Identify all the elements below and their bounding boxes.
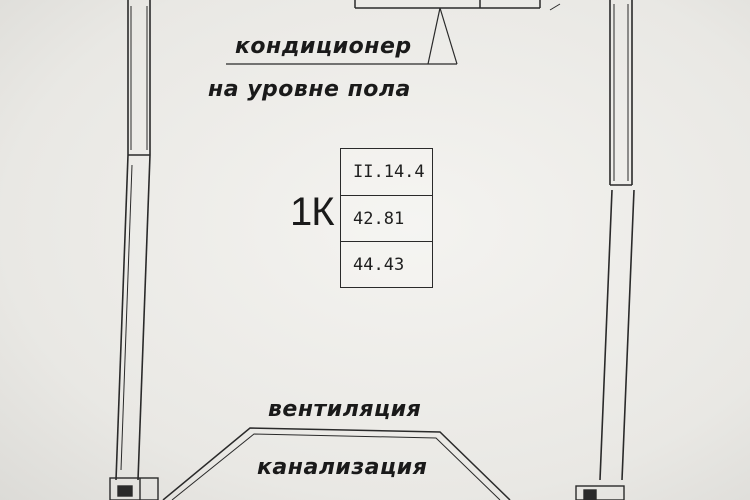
top-unit [354,0,561,11]
spec-code: II.14.4 [353,162,425,182]
ventilation-label: вентиляция [268,397,422,422]
floor-level-label: на уровне пола [208,77,411,102]
room-type-label: 1К [290,190,335,234]
spec-living-area: 42.81 [341,195,432,241]
bottom-left-column [109,477,159,500]
conditioner-label: кондиционер [235,34,412,59]
sewage-label: канализация [257,455,428,480]
ventilation-shaft [162,427,511,500]
left-wall [115,0,151,481]
spec-total-area: 44.43 [341,241,432,287]
right-wall [599,0,635,481]
bottom-right-column [575,485,625,500]
room-spec-table: II.14.4 42.81 44.43 [340,148,433,288]
conditioner-leader [226,7,458,65]
